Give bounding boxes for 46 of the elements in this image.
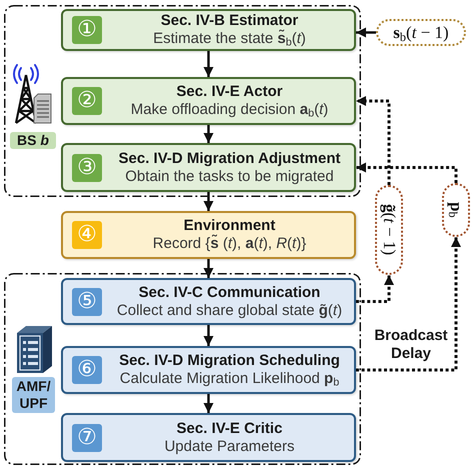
arrow bbox=[356, 28, 376, 38]
dotted-arrow bbox=[356, 96, 390, 185]
step-description: Estimate the state s̃$_{b}$(t) bbox=[153, 29, 306, 48]
entity-label: BS b bbox=[10, 132, 56, 149]
process-box bbox=[61, 143, 356, 192]
arrow bbox=[204, 192, 214, 211]
step-number: ① bbox=[72, 16, 102, 44]
dotted-arrow bbox=[356, 237, 461, 372]
step-number: ⑦ bbox=[72, 424, 102, 452]
arrow bbox=[204, 325, 214, 346]
process-box bbox=[61, 9, 356, 51]
step-title: Sec. IV-E Critic bbox=[176, 420, 282, 436]
step-title: Sec. IV-B Estimator bbox=[160, 12, 298, 29]
step-description: Collect and share global state g̃(t) bbox=[116, 300, 342, 320]
group-frame bbox=[4, 273, 361, 465]
process-box bbox=[61, 211, 356, 259]
step-description: Update Parameters bbox=[164, 436, 295, 456]
arrow bbox=[204, 394, 214, 413]
arrow bbox=[204, 125, 214, 143]
step-description: Obtain the tasks to be migrated bbox=[125, 166, 334, 186]
step-description: Make offloading decision a$_{b}$(t) bbox=[130, 100, 328, 119]
dotted-arrow bbox=[356, 162, 458, 183]
step-number: ② bbox=[72, 87, 102, 115]
process-box bbox=[61, 278, 356, 325]
step-number: ⑥ bbox=[72, 356, 102, 384]
step-title: Sec. IV-C Communication bbox=[138, 284, 320, 300]
step-title: Sec. IV-E Actor bbox=[176, 83, 283, 100]
step-number: ④ bbox=[72, 221, 102, 249]
annotation-text: Broadcast Delay bbox=[373, 327, 449, 363]
arrow bbox=[204, 51, 214, 77]
variable-tag: g̃(t − 1) bbox=[375, 185, 403, 275]
step-description: Calculate Migration Likelihood p$_{b}$ bbox=[120, 369, 340, 388]
process-box bbox=[61, 346, 356, 394]
step-title: Sec. IV-D Migration Scheduling bbox=[119, 352, 340, 369]
step-number: ⑤ bbox=[72, 288, 102, 316]
group-frame bbox=[4, 5, 361, 197]
entity-label: AMF/ UPF bbox=[12, 377, 55, 413]
step-title: Environment bbox=[184, 217, 276, 234]
process-box bbox=[61, 77, 356, 125]
variable-tag: s$_{b}$(t − 1) bbox=[376, 19, 466, 46]
process-box bbox=[61, 413, 356, 462]
step-description: Record {s̃ (t), a(t), R(t)} bbox=[152, 234, 306, 253]
dotted-arrow bbox=[356, 275, 394, 303]
arrow bbox=[204, 259, 214, 278]
step-number: ③ bbox=[72, 154, 102, 182]
step-title: Sec. IV-D Migration Adjustment bbox=[118, 150, 340, 166]
